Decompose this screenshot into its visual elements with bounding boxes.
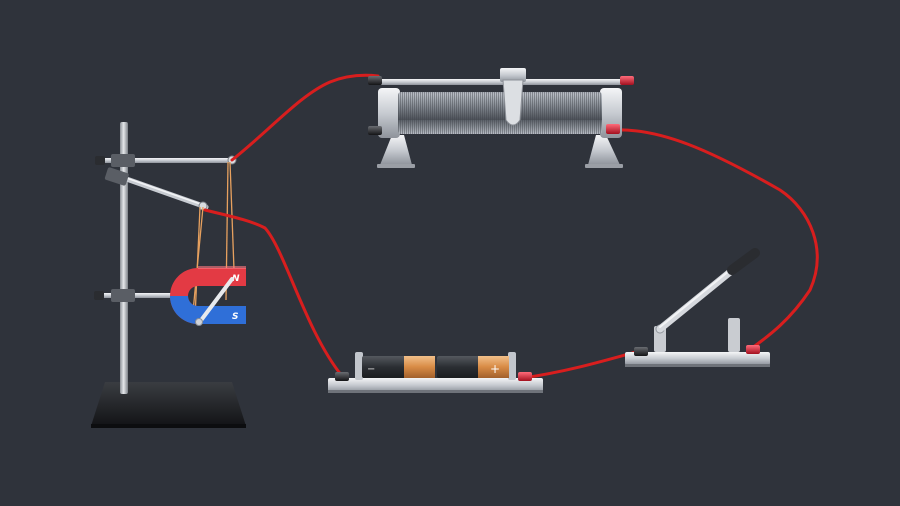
suspension-threads — [192, 161, 235, 319]
switch-blade[interactable] — [656, 248, 760, 333]
rheostat-terminal-bottom-right[interactable] — [606, 124, 620, 134]
stand-base — [91, 382, 246, 428]
conductor-rod[interactable] — [195, 277, 234, 326]
circuit-wires — [203, 73, 819, 380]
wire-rheostat-to-switch — [612, 128, 819, 350]
rheostat-slider[interactable] — [500, 68, 526, 126]
rheostat-coil — [398, 92, 602, 134]
stand-rod — [120, 122, 128, 394]
battery-cell-1: − — [362, 356, 435, 378]
switch-terminal-right[interactable] — [746, 345, 760, 354]
magnet-south-label: S — [232, 312, 238, 322]
battery-base-plate — [328, 378, 543, 392]
rheostat-left-leg — [380, 135, 412, 165]
battery-holder[interactable]: − + — [328, 352, 543, 393]
wire-stand-to-battery — [203, 208, 344, 378]
rheostat-terminal-top-right[interactable] — [620, 76, 634, 85]
sliding-rheostat[interactable] — [368, 68, 634, 168]
horseshoe-magnet[interactable]: N S — [170, 266, 246, 324]
knife-switch[interactable] — [625, 248, 770, 367]
magnet-clamp[interactable] — [94, 289, 175, 302]
battery-plus-label: + — [490, 362, 500, 376]
upper-clamp-arm[interactable] — [95, 154, 237, 167]
switch-base-plate — [625, 352, 770, 365]
battery-minus-label: − — [367, 364, 375, 375]
rheostat-terminal-bottom-left[interactable] — [368, 126, 382, 135]
wire-stand-to-rheostat — [230, 73, 380, 162]
rheostat-right-leg — [588, 135, 620, 165]
battery-terminal-positive[interactable] — [518, 372, 532, 381]
switch-terminal-left[interactable] — [634, 347, 648, 356]
switch-handle[interactable] — [727, 248, 760, 275]
iron-stand[interactable] — [91, 122, 246, 428]
rheostat-terminal-top-left[interactable] — [368, 76, 382, 85]
battery-cell-2: + — [437, 356, 509, 378]
magnet-north-label: N — [232, 274, 240, 284]
wire-switch-to-battery — [521, 350, 638, 380]
battery-terminal-negative[interactable] — [335, 372, 349, 381]
tilted-clamp-arm[interactable] — [104, 167, 209, 211]
